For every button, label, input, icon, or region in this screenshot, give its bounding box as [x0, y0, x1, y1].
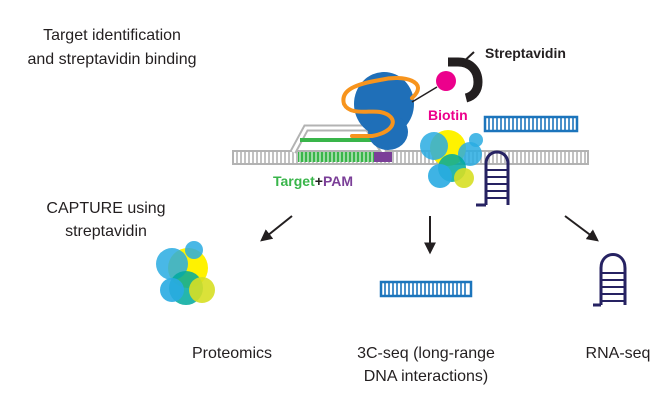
captured-protein-complex-icon	[156, 241, 215, 305]
streptavidin-label: Streptavidin	[485, 45, 566, 61]
rna-hairpin-icon	[476, 150, 510, 207]
target-label: Target	[273, 173, 315, 189]
dna-fragment-icon	[379, 280, 473, 298]
title-line-1: Target identification	[43, 27, 181, 44]
pam-label: PAM	[323, 173, 353, 189]
capture-line-2: streptavidin	[65, 223, 147, 240]
biotin-linker	[411, 86, 438, 103]
rna-hairpin-result-icon	[593, 253, 627, 307]
plus-label: +	[315, 173, 323, 189]
title-line-2: and streptavidin binding	[27, 51, 196, 68]
proteomics-label: Proteomics	[192, 345, 272, 362]
target-pam-label: Target+PAM	[273, 173, 353, 189]
guide-rna-loop	[341, 76, 420, 138]
threec-line-2: DNA interactions)	[364, 368, 489, 385]
biotin-label: Biotin	[428, 107, 468, 123]
genomic-dna	[232, 124, 589, 165]
threec-line-1: 3C-seq (long-range	[357, 345, 495, 362]
arrow-icon	[564, 215, 599, 242]
arrow-icon	[260, 215, 293, 242]
protein-complex-icon	[420, 130, 483, 188]
dna-ladder-icon	[483, 115, 579, 133]
biotin-bead-icon	[436, 71, 456, 91]
streptavidin-holder-icon	[448, 51, 483, 103]
capture-line-1: CAPTURE using	[46, 200, 165, 217]
rnaseq-label: RNA-seq	[586, 345, 651, 362]
pam-segment	[374, 152, 392, 162]
target-strand	[298, 138, 374, 162]
